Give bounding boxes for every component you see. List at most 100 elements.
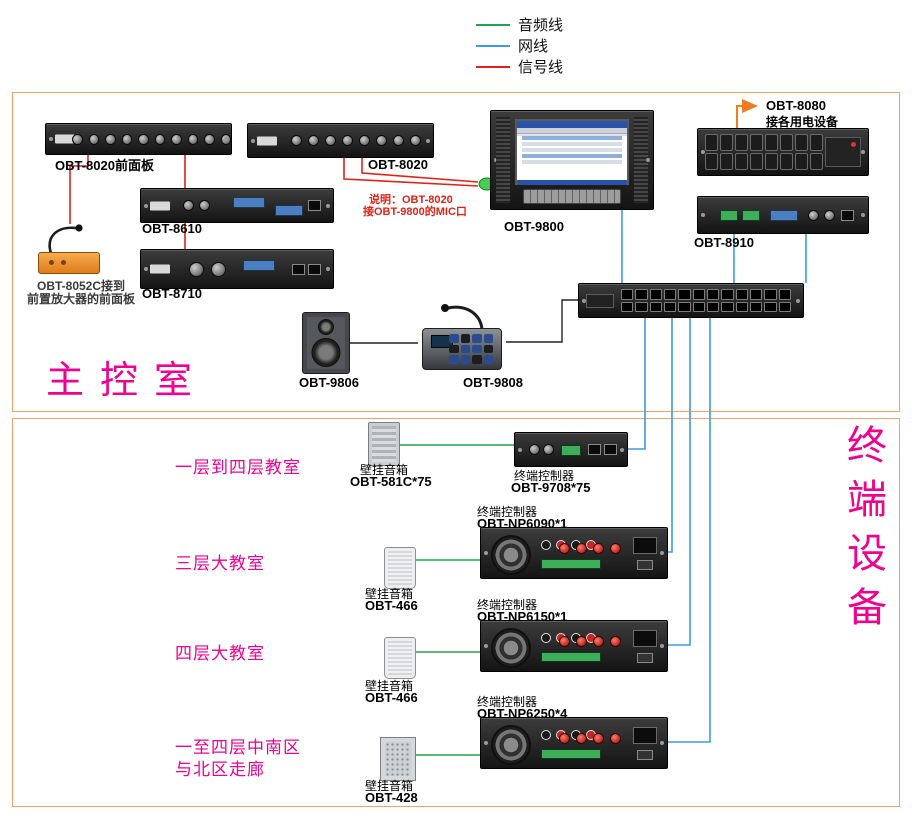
vent-grille — [496, 117, 510, 203]
window-titlebar — [517, 121, 627, 128]
device-obt466-speaker — [384, 637, 416, 679]
port — [292, 264, 305, 275]
label-obt8020-front: OBT-8020前面板 — [55, 158, 154, 173]
jack-row — [72, 124, 231, 154]
port — [308, 200, 321, 211]
terminal-title: 终端设备 — [841, 424, 885, 640]
label-sticker — [243, 260, 275, 271]
brand-logo — [150, 201, 170, 210]
device-obt-np6090-amplifier — [480, 527, 668, 579]
terminal-block — [541, 749, 601, 759]
power-switch-panel — [825, 137, 861, 167]
speaker-model-row3: OBT-466 — [365, 690, 418, 705]
woofer — [311, 338, 341, 367]
port — [841, 210, 854, 221]
zone-label-row4-line1: 一至四层中南区 — [175, 738, 301, 757]
note-obt8052c-line1: OBT-8052C接到 — [36, 279, 126, 293]
console-keypad — [449, 334, 493, 364]
zone-label-row1: 一层到四层教室 — [175, 458, 301, 477]
power-inlet — [633, 727, 657, 744]
audio-line-label: 音频线 — [518, 17, 564, 34]
speaker-type-row2: 壁挂音箱 — [365, 587, 414, 601]
label-obt8080: OBT-8080 — [766, 98, 826, 113]
port — [604, 444, 617, 455]
terminal-block — [541, 559, 601, 569]
terminal-block — [541, 652, 601, 662]
network-line-swatch — [476, 44, 510, 47]
device-obt581c-speaker — [368, 422, 400, 466]
device-obt8020-front-panel — [45, 123, 232, 155]
device-obt9808-paging-console — [418, 300, 506, 370]
device-obt8910 — [697, 196, 869, 234]
controller-model-row4: OBT-NP6250*4 — [477, 706, 568, 721]
signal-line-label: 信号线 — [518, 59, 564, 76]
label-obt9806: OBT-9806 — [299, 375, 359, 390]
power-inlet — [633, 630, 657, 647]
window-menubar — [517, 128, 627, 134]
label-obt8710: OBT-8710 — [142, 286, 202, 301]
terminal-block — [720, 210, 738, 221]
label-obt8610: OBT-8610 — [142, 221, 202, 236]
control-room-title: 主控室 — [46, 360, 209, 402]
zone-label-row2: 三层大教室 — [175, 554, 265, 573]
keyboard-tray — [523, 189, 621, 204]
device-obt-np6250-amplifier — [480, 717, 668, 769]
speaker-terminals — [559, 733, 621, 744]
fan-grille — [491, 628, 531, 668]
taskbar — [517, 180, 627, 185]
speaker-type-row1: 壁挂音箱 — [360, 463, 409, 477]
outlet-grid — [705, 134, 823, 170]
vent-grille — [634, 117, 648, 203]
power-switch — [637, 750, 653, 760]
signal-line-swatch — [476, 65, 510, 68]
speaker-terminals — [559, 543, 621, 554]
speaker-type-row4: 壁挂音箱 — [365, 779, 414, 793]
device-obt466-speaker — [384, 547, 416, 589]
window-body — [517, 136, 627, 185]
controller-type-row2: 终端控制器 — [477, 505, 538, 519]
speaker-grille — [385, 742, 411, 776]
port — [308, 264, 321, 275]
mic-base — [38, 252, 100, 274]
wiring-note-line2: 接OBT-9800的MIC口 — [363, 206, 467, 218]
device-obt8020 — [247, 123, 434, 158]
device-obt9800 — [490, 110, 654, 210]
zone-label-row4-line2: 与北区走廊 — [175, 760, 265, 779]
label-obt8020: OBT-8020 — [368, 157, 428, 172]
device-obt9708-controller — [514, 432, 628, 467]
legend: 音频线 网线 信号线 — [476, 14, 563, 77]
console-base — [422, 328, 502, 370]
label-sticker — [233, 197, 265, 208]
controller-type-row4: 终端控制器 — [477, 695, 538, 709]
speaker-model-row4: OBT-428 — [365, 790, 418, 805]
embedded-display — [515, 119, 629, 185]
port — [588, 444, 601, 455]
legend-item-signal: 信号线 — [476, 56, 563, 77]
label-obt8910: OBT-8910 — [694, 235, 754, 250]
device-obt9806-speaker — [302, 312, 350, 374]
speaker-grille — [388, 551, 412, 585]
fan-grille — [491, 535, 531, 575]
speaker-grille — [372, 426, 396, 462]
wiring-note-line1: 说明：OBT-8020 — [369, 194, 453, 206]
controller-type-row3: 终端控制器 — [477, 598, 538, 612]
label-obt8080-sub: 接各用电设备 — [766, 115, 839, 129]
label-sticker — [275, 205, 303, 216]
speaker-grille — [388, 641, 412, 675]
speaker-model-row2: OBT-466 — [365, 598, 418, 613]
terminal-box — [12, 418, 900, 807]
device-obt428-speaker — [380, 737, 416, 781]
switch-ports — [621, 289, 791, 312]
controller-model-row3: OBT-NP6150*1 — [477, 609, 568, 624]
speaker-terminals — [559, 636, 621, 647]
speaker-type-row3: 壁挂音箱 — [365, 679, 414, 693]
device-obt8080 — [697, 128, 869, 176]
fan-grille — [491, 725, 531, 765]
brand-logo — [257, 136, 277, 145]
controller-model-row1: OBT-9708*75 — [511, 480, 591, 495]
controller-type-row1: 终端控制器 — [514, 469, 575, 483]
legend-item-audio: 音频线 — [476, 14, 563, 35]
device-obt-np6150-amplifier — [480, 620, 668, 672]
tweeter — [318, 319, 334, 335]
controller-model-row2: OBT-NP6090*1 — [477, 516, 568, 531]
